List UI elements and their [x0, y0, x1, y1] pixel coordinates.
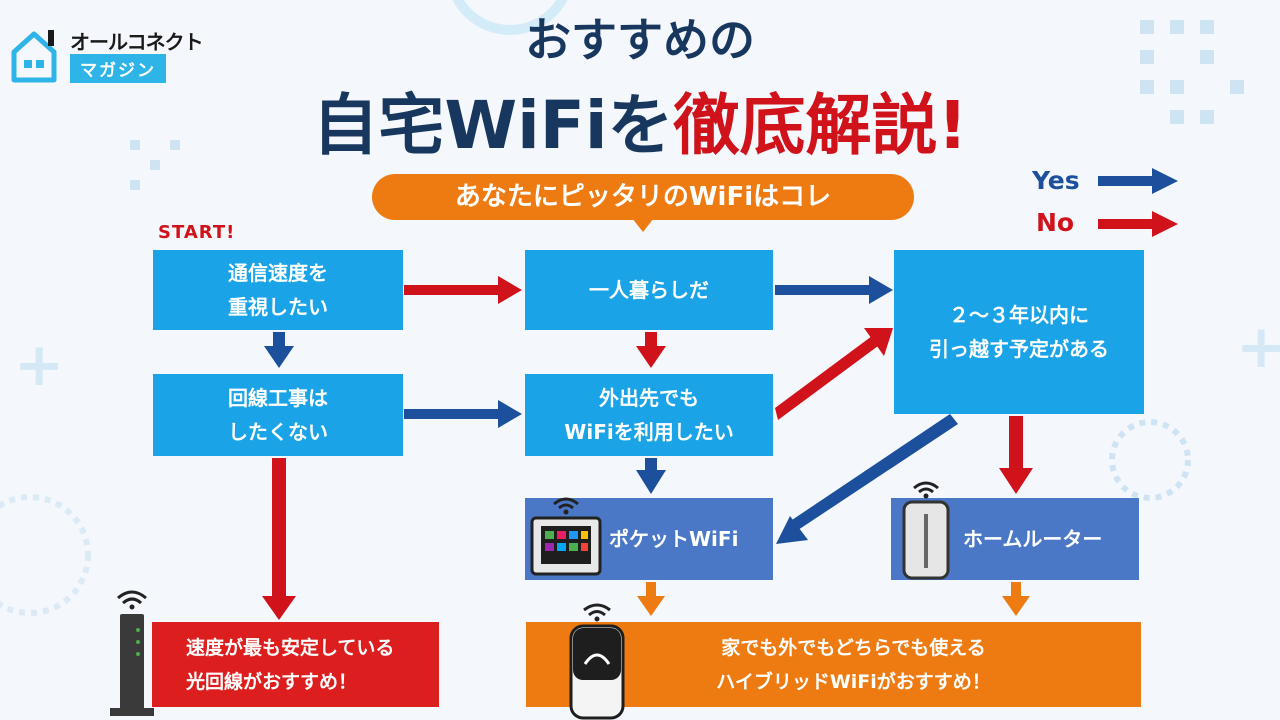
node-alone: 一人暮らしだ	[525, 250, 773, 330]
arrow-move-to-pocket	[776, 414, 958, 544]
arrow-home-to-hybrid	[1002, 582, 1030, 616]
node-move: ２～３年以内に 引っ越す予定がある	[894, 250, 1144, 414]
house-logo-icon	[11, 30, 57, 83]
arrow-construction-to-outside	[404, 400, 522, 428]
arrow-move-to-home	[999, 416, 1033, 494]
result-fiber: 速度が最も安定している 光回線がおすすめ！	[152, 622, 439, 707]
banner-tip	[632, 218, 654, 232]
title-line1: おすすめの	[525, 13, 755, 67]
node-construction-label: 回線工事は したくない	[228, 386, 328, 444]
title-line2-part2: 徹底解説!	[673, 87, 968, 164]
title-line2: 自宅WiFiを徹底解説!	[0, 72, 1280, 168]
home-router-icon	[902, 481, 950, 580]
result-fiber-label: 速度が最も安定している 光回線がおすすめ！	[186, 636, 395, 693]
result-hybrid: 家でも外でもどちらでも使える ハイブリッドWiFiがおすすめ！	[526, 622, 1141, 707]
arrow-speed-to-alone	[404, 276, 522, 304]
arrow-alone-to-outside	[636, 332, 666, 368]
logo[interactable]: オールコネクト マガジン	[8, 24, 204, 88]
node-speed: 通信速度を 重視したい	[153, 250, 403, 330]
legend-yes-arrow	[1098, 168, 1178, 194]
result-hybrid-label: 家でも外でもどちらでも使える ハイブリッドWiFiがおすすめ！	[716, 636, 991, 693]
banner: あなたにピッタリのWiFiはコレ	[372, 174, 914, 220]
fiber-router-icon	[110, 590, 154, 716]
title-line2-part1: 自宅WiFiを	[312, 87, 674, 164]
decor-circle	[1109, 419, 1191, 501]
arrow-speed-to-construction	[264, 332, 294, 368]
arrow-pocket-to-hybrid	[637, 582, 665, 616]
result-home-label: ホームルーター	[963, 527, 1103, 551]
decor-circle-left	[0, 494, 91, 616]
decor-arc	[452, 0, 568, 35]
node-move-label: ２～３年以内に 引っ越す予定がある	[929, 303, 1109, 361]
arrow-outside-to-move	[775, 328, 893, 420]
arrow-alone-to-move	[775, 276, 893, 304]
node-alone-label: 一人暮らしだ	[589, 278, 709, 302]
pocket-wifi-device-icon	[530, 497, 602, 576]
arrow-construction-to-fiber	[262, 458, 296, 620]
node-outside: 外出先でも WiFiを利用したい	[525, 374, 773, 456]
node-construction: 回線工事は したくない	[153, 374, 403, 456]
legend-no-label: No	[1036, 208, 1075, 237]
logo-sub: マガジン	[70, 54, 166, 83]
arrow-outside-to-pocket	[636, 458, 666, 494]
node-speed-label: 通信速度を 重視したい	[228, 261, 328, 319]
legend-no-arrow	[1098, 211, 1178, 237]
logo-brand: オールコネクト	[70, 30, 204, 54]
result-pocket-label: ポケットWiFi	[609, 527, 739, 551]
node-outside-label: 外出先でも WiFiを利用したい	[564, 386, 734, 444]
legend-yes-label: Yes	[1032, 166, 1080, 195]
start-label: START!	[158, 222, 236, 243]
hybrid-device-icon	[569, 603, 625, 720]
